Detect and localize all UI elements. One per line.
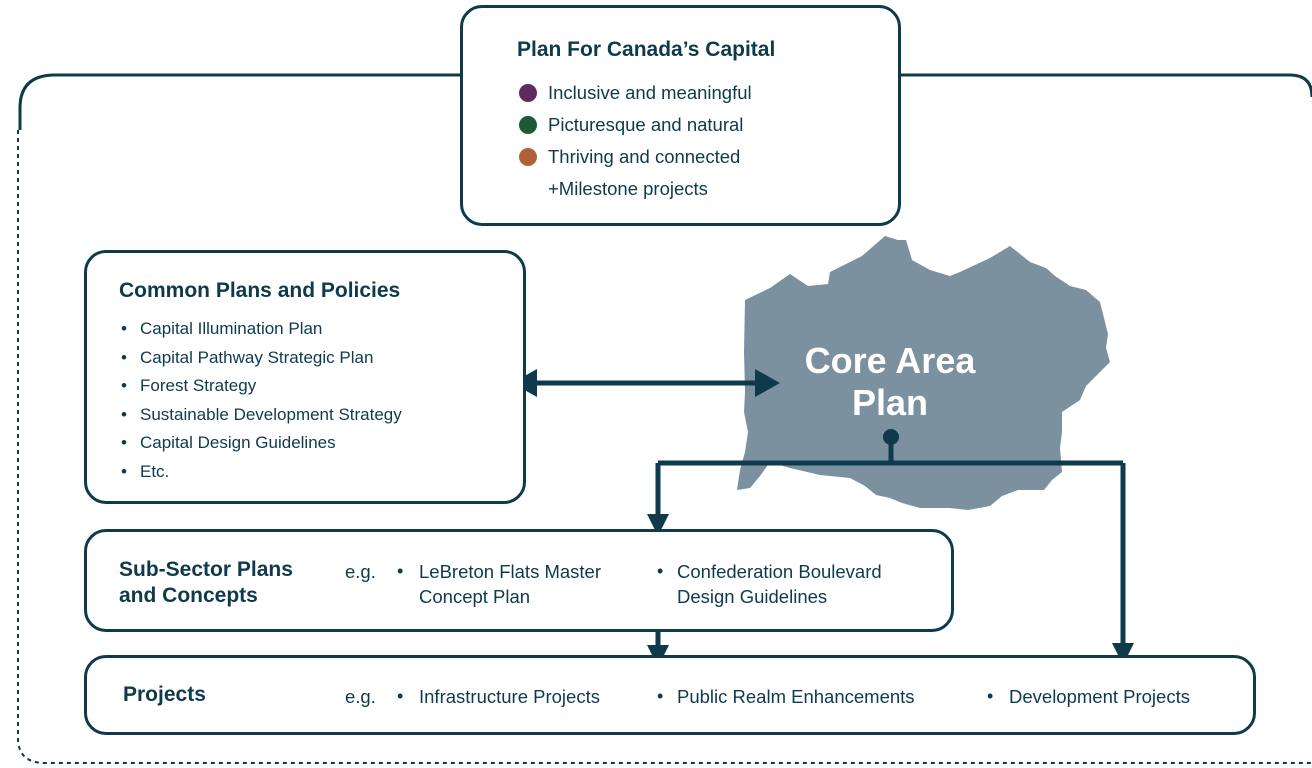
core-area-shape (737, 236, 1110, 510)
capital-plan-box: Plan For Canada’s Capital Inclusive and … (460, 5, 901, 226)
subsector-title-line2: and Concepts (119, 584, 258, 607)
common-plans-box: Common Plans and Policies Capital Illumi… (84, 250, 526, 504)
purple-dot-icon (519, 84, 537, 102)
capital-plan-item: Thriving and connected (548, 146, 741, 167)
capital-plan-title: Plan For Canada’s Capital (517, 38, 776, 61)
common-plans-item: Capital Pathway Strategic Plan (119, 344, 402, 373)
core-area-label-line2: Plan (851, 382, 929, 423)
green-dot-icon (519, 116, 537, 134)
projects-bullet: • (397, 686, 404, 706)
connector-lines (655, 437, 1126, 645)
subsector-box: Sub-Sector Plans and Concepts e.g. • LeB… (84, 529, 954, 632)
projects-item: Development Projects (1009, 686, 1190, 707)
common-plans-item: Sustainable Development Strategy (119, 401, 402, 430)
subsector-bullet: • (657, 561, 664, 581)
common-plans-item: Forest Strategy (119, 372, 402, 401)
capital-plan-item: Picturesque and natural (548, 114, 744, 135)
projects-bullet: • (657, 686, 664, 706)
projects-item: Infrastructure Projects (419, 686, 600, 707)
orange-dot-icon (519, 148, 537, 166)
subsector-item-line1: Confederation Boulevard (677, 561, 882, 582)
common-plans-item: Capital Design Guidelines (119, 429, 402, 458)
projects-title: Projects (123, 683, 206, 706)
common-plans-item: Etc. (119, 458, 402, 487)
outer-frame-solid (18, 73, 1312, 130)
common-plans-title: Common Plans and Policies (119, 279, 401, 302)
projects-item: Public Realm Enhancements (677, 686, 915, 707)
subsector-eg: e.g. (345, 561, 376, 582)
subsector-item-line1: LeBreton Flats Master (419, 561, 601, 582)
common-plans-list: Capital Illumination Plan Capital Pathwa… (119, 315, 402, 487)
subsector-item-line2: Design Guidelines (677, 586, 828, 607)
capital-plan-item: Inclusive and meaningful (548, 82, 752, 103)
subsector-item-line2: Concept Plan (419, 586, 531, 607)
subsector-title-line1: Sub-Sector Plans (119, 558, 293, 581)
projects-box: Projects e.g. • Infrastructure Projects … (84, 655, 1256, 735)
outer-frame-dashed (17, 130, 1312, 764)
projects-eg: e.g. (345, 686, 376, 707)
subsector-bullet: • (397, 561, 404, 581)
arrowhead-to-subsector (647, 514, 669, 536)
projects-bullet: • (987, 686, 994, 706)
arrowhead-right (755, 369, 780, 397)
arrowhead-to-development (1112, 643, 1134, 665)
capital-plan-extra: +Milestone projects (548, 178, 708, 199)
common-plans-item: Capital Illumination Plan (119, 315, 402, 344)
core-area-label-line1: Core Area (804, 340, 976, 381)
